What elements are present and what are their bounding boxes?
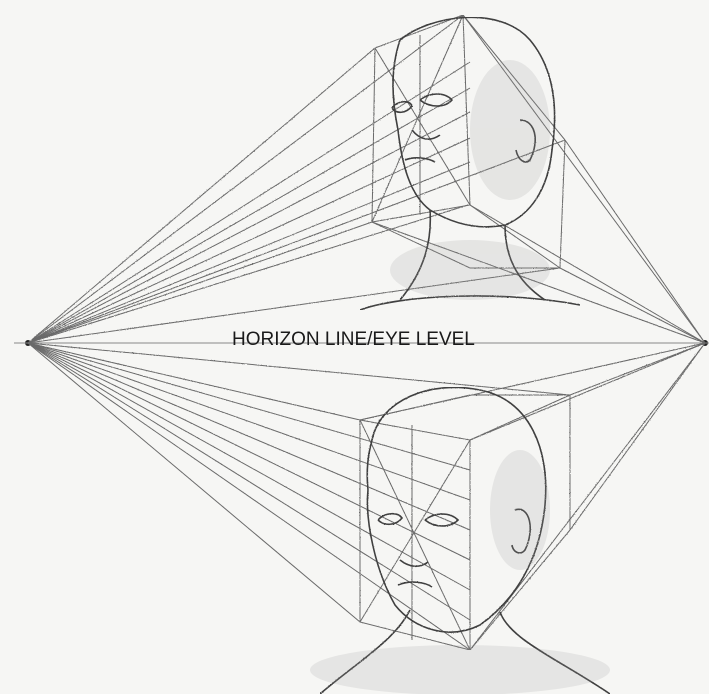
construction-lines-upper [28, 15, 705, 343]
construction-lines-lower [28, 343, 705, 650]
horizon-label: HORIZON LINE/EYE LEVEL [232, 329, 475, 351]
pencil-shading [310, 60, 610, 694]
